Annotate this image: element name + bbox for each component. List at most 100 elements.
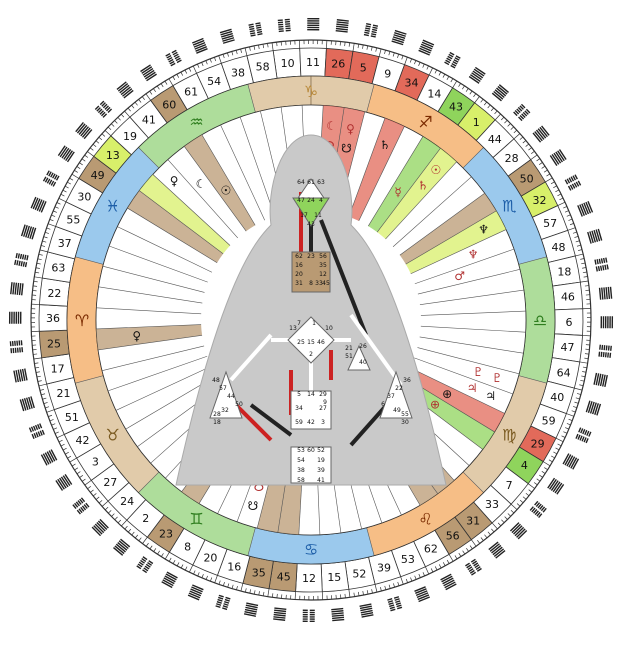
gate-number-label: 25	[47, 337, 61, 350]
activation-wedge	[127, 190, 224, 263]
center-gate-number: 33	[315, 280, 323, 287]
hexagram-icon	[243, 602, 259, 617]
gate-number-label: 42	[76, 434, 90, 447]
gate-number-label: 19	[123, 130, 137, 143]
center-gate-number: 32	[221, 407, 229, 414]
hexagram-icon	[13, 368, 28, 383]
gate-number-label: 28	[505, 152, 519, 165]
gate-number-label: 5	[360, 61, 367, 74]
gate-number-label: 48	[551, 241, 565, 254]
planet-icon: ☋	[248, 499, 259, 513]
spoke-line	[184, 146, 247, 232]
activation-wedge	[368, 136, 441, 233]
spoke-line	[109, 245, 208, 283]
center-gate-number: 1	[312, 320, 316, 327]
planet-icon: ♃	[485, 389, 496, 403]
zodiac-sign-icon: ♉	[106, 426, 120, 445]
hexagram-icon	[562, 453, 580, 470]
spoke-line	[420, 310, 526, 316]
planet-icon: ♀	[346, 122, 355, 136]
planet-icon: ☉	[430, 163, 441, 177]
activation-wedge	[405, 210, 507, 274]
center-gate-number: 19	[317, 457, 325, 464]
gate-number-label: 8	[184, 541, 191, 554]
spoke-line	[410, 229, 507, 275]
center-gate-number: 7	[297, 320, 301, 327]
ajna-center	[292, 197, 330, 227]
gate-number-label: 33	[485, 498, 499, 511]
center-gate-number: 62	[295, 253, 303, 260]
zodiac-sign-icon: ♋	[304, 540, 318, 559]
center-gate-number: 57	[219, 385, 227, 392]
center-gate-number: 3	[321, 419, 325, 426]
hexagram-icon	[491, 84, 509, 102]
gate-number-label: 32	[532, 194, 546, 207]
planet-icon: ☿	[394, 185, 401, 199]
spoke-line	[376, 148, 441, 233]
hexagram-icon	[335, 19, 349, 33]
center-gate-number: 58	[297, 477, 305, 484]
zodiac-sign-icon: ♎	[533, 311, 547, 330]
hexagram-icon	[165, 49, 182, 67]
center-gate-number: 27	[319, 405, 327, 412]
gate-number-label: 56	[446, 530, 460, 543]
hexagram-icon	[113, 538, 131, 556]
spoke-line	[420, 325, 526, 333]
center-gate-number: 54	[297, 457, 305, 464]
gate-number-label: 7	[506, 479, 513, 492]
hexagram-icon	[10, 282, 24, 296]
hexagram-icon	[219, 28, 235, 44]
spoke-line	[409, 367, 505, 414]
center-gate-number: 40	[359, 359, 367, 366]
center-gate-number: 23	[307, 253, 315, 260]
gate-number-label: 15	[327, 571, 341, 584]
center-gate-number: 8	[309, 280, 313, 287]
gate-number-label: 38	[231, 67, 245, 80]
zodiac-sign-icon: ♌	[418, 509, 432, 528]
hexagram-icon	[19, 396, 35, 412]
hexagram-icon	[391, 29, 407, 46]
gate-number-label: 14	[427, 87, 441, 100]
planet-icon: ♀	[132, 329, 141, 343]
activation-wedge	[399, 193, 497, 265]
hexagram-icon	[75, 122, 93, 140]
hexagram-icon	[532, 125, 550, 143]
spoke-line	[239, 116, 276, 217]
sacral-center	[290, 390, 332, 430]
center-gate-number: 56	[319, 253, 327, 260]
gate-number-label: 17	[51, 362, 65, 375]
center-gate-number: 60	[307, 447, 315, 454]
planet-icon: ☾	[326, 119, 337, 133]
hexagram-icon	[277, 18, 291, 33]
center-gate-number: 14	[307, 391, 315, 398]
channel-line	[319, 219, 368, 336]
planet-icon: ☋	[254, 480, 265, 494]
center-gate-number: 29	[319, 391, 327, 398]
hexagram-icon	[140, 64, 157, 82]
center-gate-number: 21	[345, 345, 353, 352]
hexagram-icon	[593, 372, 608, 388]
zodiac-ring: ♑♐♏♎♍♌♋♊♉♈♓♒	[66, 75, 556, 565]
zodiac-sign-icon: ♏	[502, 197, 516, 216]
zodiac-sign-icon: ♑	[304, 82, 318, 101]
spoke-line	[101, 345, 205, 371]
spoke-line	[98, 286, 203, 304]
spoke-line	[96, 324, 202, 330]
hexagram-icon	[465, 558, 482, 576]
activation-wedge	[184, 134, 256, 232]
planet-icon: ♃	[467, 381, 478, 395]
gate-number-label: 39	[377, 561, 391, 574]
hexagram-icon	[418, 39, 435, 56]
gate-number-label: 35	[252, 567, 266, 580]
planet-icon: ♆	[468, 247, 479, 261]
spoke-line	[348, 118, 386, 217]
spoke-line	[419, 289, 524, 305]
planet-icon: ☉	[220, 183, 231, 197]
gate-number-label: 12	[302, 572, 316, 585]
center-gate-number: 48	[212, 377, 220, 384]
spoke-line	[139, 190, 224, 255]
hexagram-icon	[363, 23, 379, 38]
center-gate-number: 47	[297, 197, 305, 204]
